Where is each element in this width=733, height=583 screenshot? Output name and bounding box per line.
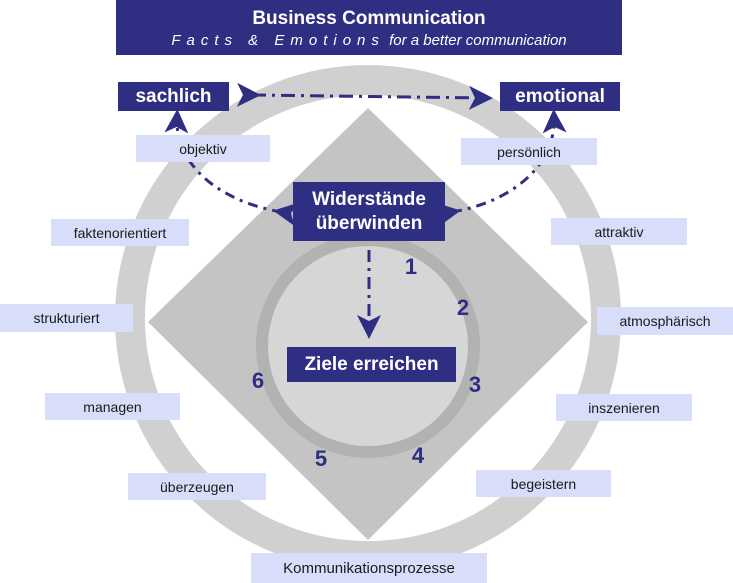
label-faktenorientiert: faktenorientiert (51, 219, 189, 246)
step-2: 2 (456, 295, 470, 320)
label-managen: managen (45, 393, 180, 420)
inner-circle (256, 234, 480, 458)
label-objektiv: objektiv (136, 135, 270, 162)
label-kommunikationsprozesse: Kommunikationsprozesse (251, 553, 487, 583)
title-text: Business Communication (252, 8, 486, 29)
pole-sachlich: sachlich (118, 82, 229, 111)
subtitle-spaced: Facts & Emotions (171, 32, 385, 49)
label-atmosphaerisch: atmosphärisch (597, 307, 733, 335)
step-6: 6 (251, 368, 265, 393)
left-curved-arrow (164, 109, 299, 227)
label-attraktiv: attraktiv (551, 218, 687, 245)
step-1: 1 (404, 254, 418, 279)
poles-arrow (236, 82, 493, 110)
step-3: 3 (468, 372, 482, 397)
label-inszenieren: inszenieren (556, 394, 692, 421)
subtitle-rest: for a better communication (389, 32, 567, 49)
label-strukturiert: strukturiert (0, 304, 133, 332)
label-begeistern: begeistern (476, 470, 611, 497)
step-4: 4 (411, 443, 425, 468)
label-ueberzeugen: überzeugen (128, 473, 266, 500)
pole-emotional: emotional (500, 82, 620, 111)
center-widerstaende: Widerstände überwinden (293, 182, 445, 241)
subtitle-text: Facts & Emotions for a better communicat… (116, 32, 622, 50)
label-persoenlich: persönlich (461, 138, 597, 165)
step-5: 5 (314, 446, 328, 471)
title-banner: Business Communication Facts & Emotions … (116, 0, 622, 55)
center-ziele: Ziele erreichen (287, 347, 456, 382)
right-curved-arrow (435, 109, 567, 227)
